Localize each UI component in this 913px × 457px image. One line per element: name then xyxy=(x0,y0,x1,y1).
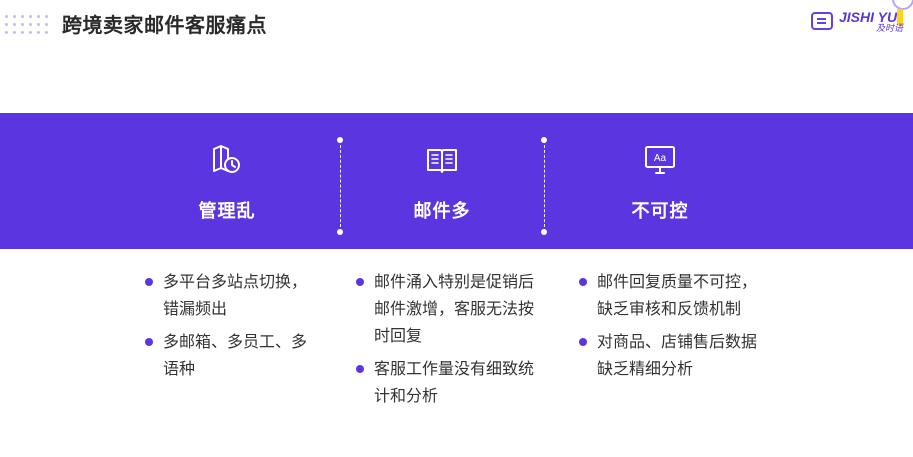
logo-text-en: JISHI YU xyxy=(839,9,898,25)
logo-accent xyxy=(897,9,903,25)
column-label: 管理乱 xyxy=(198,201,256,222)
open-book-icon xyxy=(427,149,457,173)
column-emails: 邮件多 xyxy=(342,113,542,249)
bullets-emails: 邮件涌入特别是促销后邮件激增，客服无法按时回复 客服工作量没有细致统计和分析 xyxy=(354,268,534,415)
list-item: 客服工作量没有细致统计和分析 xyxy=(354,355,534,409)
list-item: 对商品、店铺售后数据缺乏精细分析 xyxy=(577,328,767,382)
column-management: 管理乱 xyxy=(127,113,327,249)
bullets-management: 多平台多站点切换，错漏频出 多邮箱、多员工、多语种 xyxy=(143,268,313,388)
list-item: 邮件涌入特别是促销后邮件激增，客服无法按时回复 xyxy=(354,268,534,349)
column-label: 不可控 xyxy=(631,201,689,222)
decorative-dots xyxy=(4,14,50,36)
svg-text:Aa: Aa xyxy=(654,153,667,164)
logo-text-cn: 及时语 xyxy=(875,24,903,34)
chat-bubble-icon xyxy=(811,12,833,30)
monitor-aa-icon: Aa xyxy=(645,146,675,174)
column-label: 邮件多 xyxy=(413,201,471,222)
bullets-uncontrollable: 邮件回复质量不可控，缺乏审核和反馈机制 对商品、店铺售后数据缺乏精细分析 xyxy=(577,268,767,388)
map-clock-icon xyxy=(213,145,240,173)
pain-points-band: 管理乱 邮件多 Aa 不可控 xyxy=(0,113,913,249)
page-title: 跨境卖家邮件客服痛点 xyxy=(62,13,267,37)
brand-logo: JISHI YU 及时语 xyxy=(811,9,903,34)
divider xyxy=(337,137,343,235)
list-item: 邮件回复质量不可控，缺乏审核和反馈机制 xyxy=(577,268,767,322)
column-uncontrollable: Aa 不可控 xyxy=(560,113,760,249)
list-item: 多邮箱、多员工、多语种 xyxy=(143,328,313,382)
divider xyxy=(541,137,547,235)
list-item: 多平台多站点切换，错漏频出 xyxy=(143,268,313,322)
